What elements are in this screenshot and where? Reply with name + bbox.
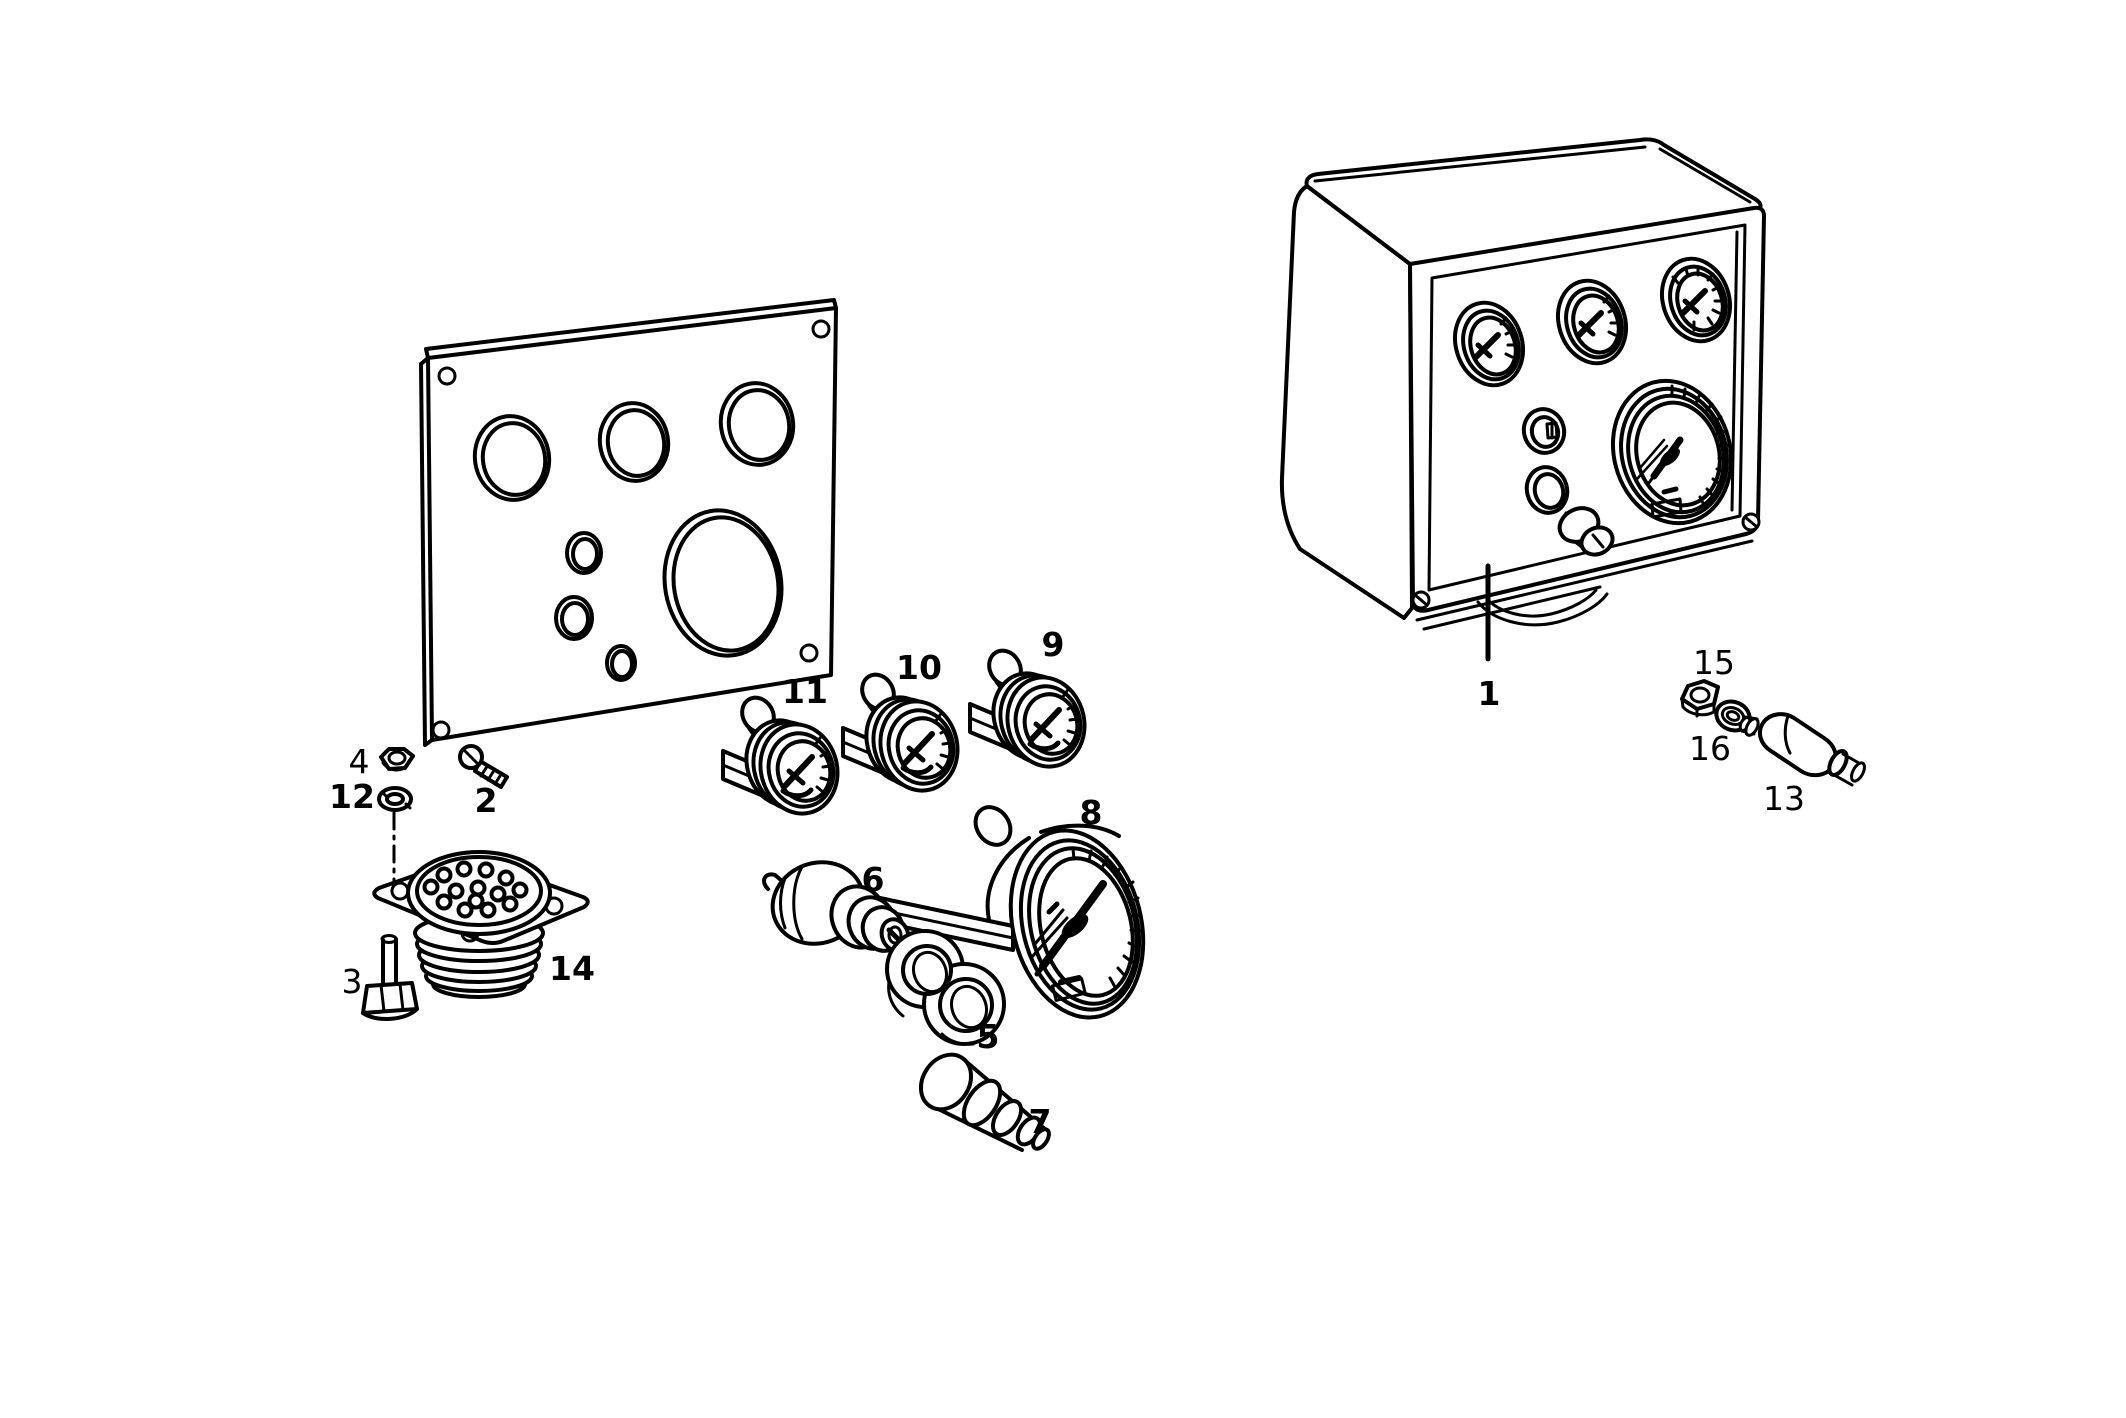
box-corner-screw — [1411, 590, 1431, 610]
panel-small-hole — [554, 595, 594, 641]
connector-pins — [422, 860, 529, 919]
bulb-holder-7 — [918, 1052, 1051, 1152]
part-label-11: 11 — [782, 672, 828, 711]
part-label-6: 6 — [862, 860, 885, 899]
part-label-1: 1 — [1478, 674, 1501, 713]
panel-gauge-hole — [718, 381, 796, 467]
speedometer-unit-8 — [847, 805, 1146, 1020]
box-control-knob — [1557, 506, 1615, 557]
panel-gauge-hole — [597, 401, 671, 483]
grommet-5 — [885, 929, 1006, 1046]
panel-speedometer-hole — [662, 508, 784, 658]
connector-14 — [372, 850, 590, 999]
box-bottom-bulge — [1476, 588, 1609, 627]
part-label-15: 15 — [1693, 643, 1735, 682]
instrument-box-1 — [1279, 137, 1766, 662]
part-label-3: 3 — [342, 962, 363, 1001]
part-label-4: 4 — [349, 742, 370, 781]
part-label-8: 8 — [1080, 793, 1103, 832]
part-label-14: 14 — [549, 949, 595, 988]
panel-corner-screw-holes — [431, 319, 831, 740]
panel-gauge-hole — [472, 414, 552, 502]
nut-15 — [1680, 679, 1720, 718]
part-label-9: 9 — [1042, 625, 1065, 664]
lock-washer-12 — [377, 786, 413, 812]
box-corner-screw — [1741, 512, 1761, 532]
gauge-9 — [970, 645, 1094, 775]
panel-small-hole — [605, 644, 637, 682]
nut-4 — [379, 747, 415, 772]
part-label-7: 7 — [1029, 1102, 1052, 1141]
box-warning-light — [1521, 407, 1567, 455]
box-gauge-right — [1652, 250, 1741, 350]
part-label-16: 16 — [1689, 729, 1731, 768]
part-label-5: 5 — [977, 1017, 1000, 1056]
box-speedometer — [1610, 378, 1734, 526]
bolt-3 — [361, 934, 419, 1021]
mounting-panel — [419, 298, 838, 747]
gauge-10 — [843, 669, 967, 799]
part-label-13: 13 — [1763, 779, 1805, 818]
buzzer-13 — [1738, 712, 1866, 787]
part-label-2: 2 — [475, 781, 498, 820]
panel-small-hole — [565, 531, 603, 575]
gauge-11 — [723, 692, 847, 822]
box-left-face — [1279, 184, 1414, 620]
part-labels: 1 2 3 4 5 6 7 8 9 10 11 12 13 14 15 16 — [329, 625, 1805, 1141]
box-blank-hole — [1524, 465, 1570, 515]
part-label-10: 10 — [896, 648, 942, 687]
fixing-screw-2 — [458, 744, 509, 789]
part-label-12: 12 — [329, 777, 375, 816]
